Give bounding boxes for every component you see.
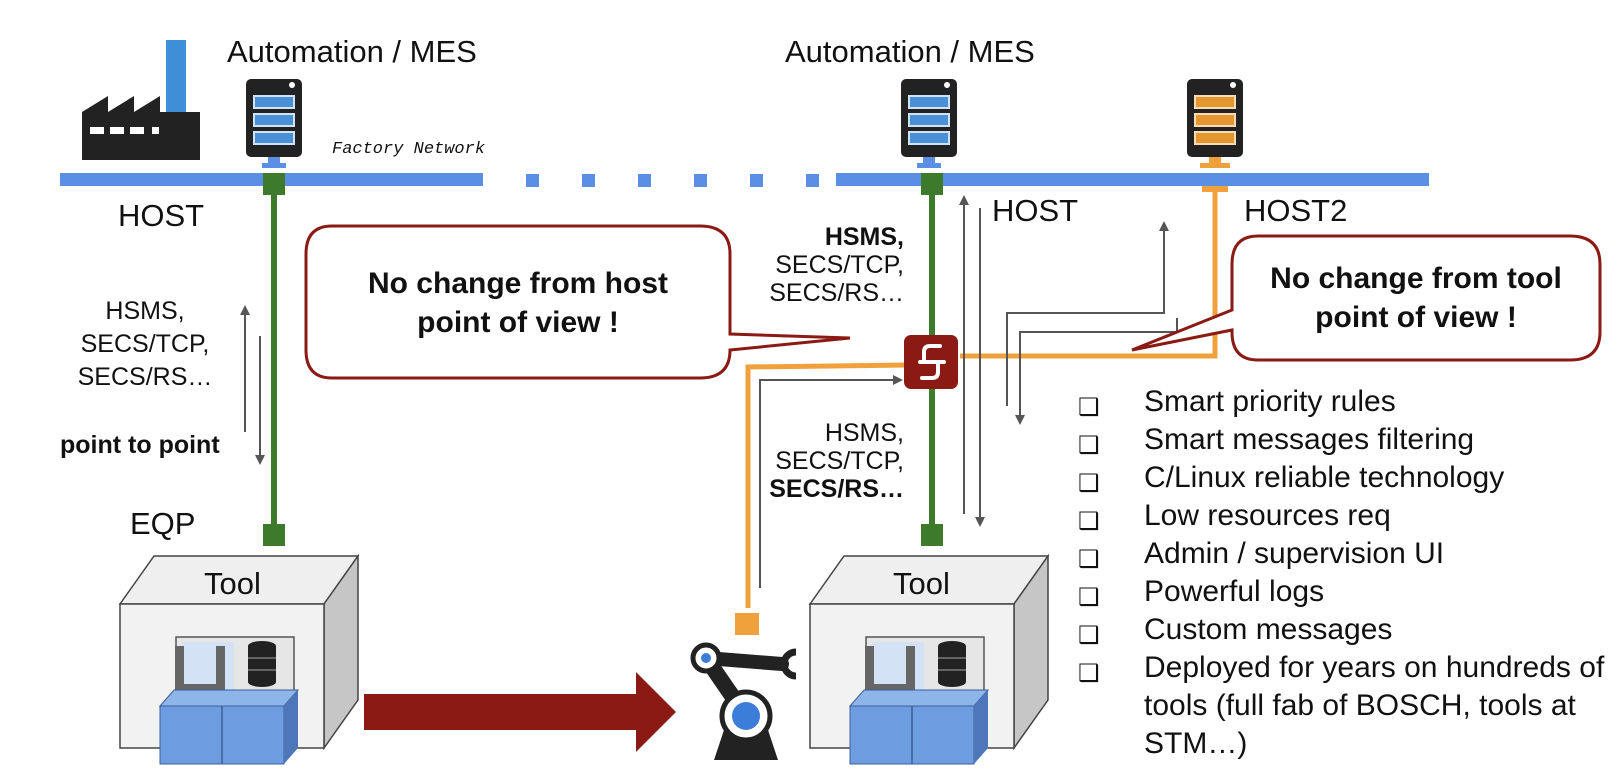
factory-network-label: Factory Network [332,140,486,159]
right-protocols-bottom: HSMS, SECS/TCP, SECS/RS… [769,419,904,503]
server-icon-left [246,79,302,157]
left-tool-label: Tool [204,566,261,601]
callout-tool-text: No change from tool point of view ! [1270,262,1562,334]
feature-item: ❑Deployed for years on hundreds of tools… [1078,651,1605,760]
checkbox-icon: ❑ [1078,393,1100,421]
checkbox-icon: ❑ [1078,659,1100,687]
feature-item: ❑Smart messages filtering [1078,421,1618,459]
host2-link [745,192,1218,608]
left-automation-label: Automation / MES [227,34,477,69]
callout-tool-bubble [1131,234,1602,362]
gateway-icon [904,335,958,389]
callout-host-bubble [304,224,851,380]
feature-item: ❑Powerful logs [1078,573,1618,611]
checkbox-icon: ❑ [1078,469,1100,497]
checkbox-icon: ❑ [1078,507,1100,535]
left-host-label: HOST [118,198,205,233]
server-icon-right [901,79,957,157]
checkbox-icon: ❑ [1078,431,1100,459]
feature-item: ❑C/Linux reliable technology [1078,459,1618,497]
host2-label: HOST2 [1244,193,1348,228]
tool-machine-icon-right [808,553,1050,765]
right-host-label: HOST [992,193,1079,228]
tool-machine-icon-left [118,553,360,765]
checkbox-icon: ❑ [1078,583,1100,611]
feature-item: ❑Low resources req [1078,497,1618,535]
factory-icon [82,40,200,160]
checkbox-icon: ❑ [1078,621,1100,649]
migration-arrow [364,672,676,752]
right-automation-label: Automation / MES [785,34,1035,69]
right-tool-label: Tool [893,566,950,601]
server-icon-host2 [1187,79,1243,157]
left-protocols: HSMS, SECS/TCP, SECS/RS… [77,297,213,391]
checkbox-icon: ❑ [1078,545,1100,573]
feature-item: ❑Smart priority rules [1078,383,1618,421]
right-protocols-top: HSMS, SECS/TCP, SECS/RS… [769,223,904,307]
feature-item: ❑Admin / supervision UI [1078,535,1618,573]
feature-list: ❑Smart priority rules ❑Smart messages fi… [1078,383,1618,763]
point-to-point-label: point to point [60,431,220,459]
left-link [263,173,285,546]
robot-arm-icon [690,642,797,760]
eqp-label: EQP [130,506,196,541]
feature-item: ❑Custom messages [1078,611,1618,649]
callout-host-text: No change from host point of view ! [367,267,668,339]
